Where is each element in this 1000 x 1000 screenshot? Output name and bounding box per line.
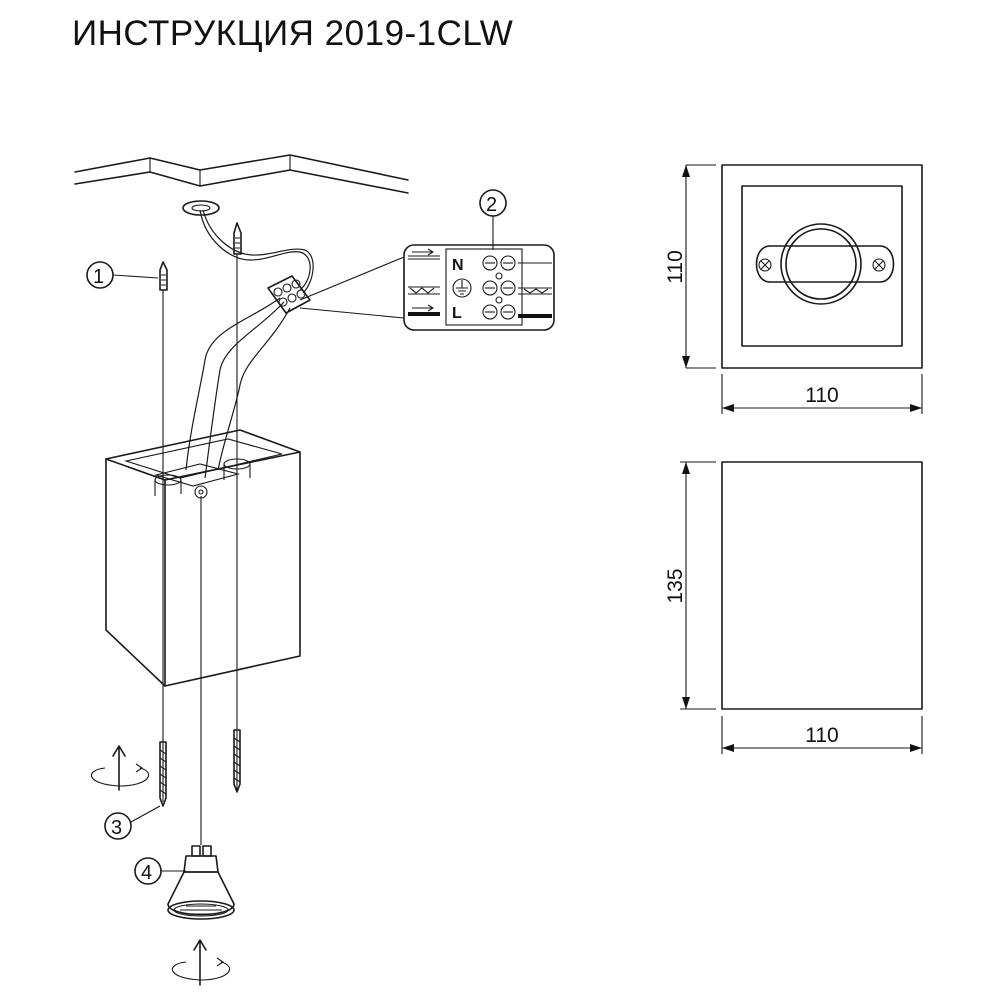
luminaire-body	[105, 429, 301, 687]
gu10-bulb-icon	[167, 845, 235, 920]
wire-connector	[267, 275, 311, 314]
rotate-arrow-icon	[90, 745, 150, 791]
mounting-axis-lines	[162, 254, 238, 845]
rotate-arrow-icon	[171, 939, 231, 986]
ceiling	[74, 154, 409, 194]
screw-icon	[159, 729, 241, 807]
callout-2: 2	[479, 189, 507, 250]
front-view: 110 110	[664, 164, 923, 414]
side-width-dimension: 110	[805, 724, 838, 747]
svg-text:2: 2	[486, 194, 497, 216]
callout-1: 1	[86, 261, 159, 289]
side-view: 135 110	[664, 461, 923, 754]
svg-text:1: 1	[93, 266, 104, 288]
supply-wires	[185, 209, 314, 479]
front-height-dimension: 110	[664, 250, 687, 283]
callout-4: 4	[134, 857, 186, 885]
terminal-label-neutral: N	[452, 257, 464, 274]
svg-text:4: 4	[141, 862, 152, 884]
detail-leader-lines	[299, 256, 405, 319]
wall-plug-icon	[159, 222, 242, 291]
callout-3: 3	[104, 805, 161, 840]
terminal-label-phase: L	[452, 305, 462, 322]
svg-text:3: 3	[111, 817, 122, 839]
terminal-screw-icon	[482, 255, 516, 320]
fixing-screw-icon	[758, 258, 886, 272]
side-height-dimension: 135	[664, 568, 687, 603]
front-width-dimension: 110	[805, 384, 838, 407]
ground-symbol-icon	[452, 278, 472, 298]
terminal-block-detail: N L	[403, 244, 555, 331]
page-title: ИНСТРУКЦИЯ 2019-1CLW	[72, 14, 514, 53]
